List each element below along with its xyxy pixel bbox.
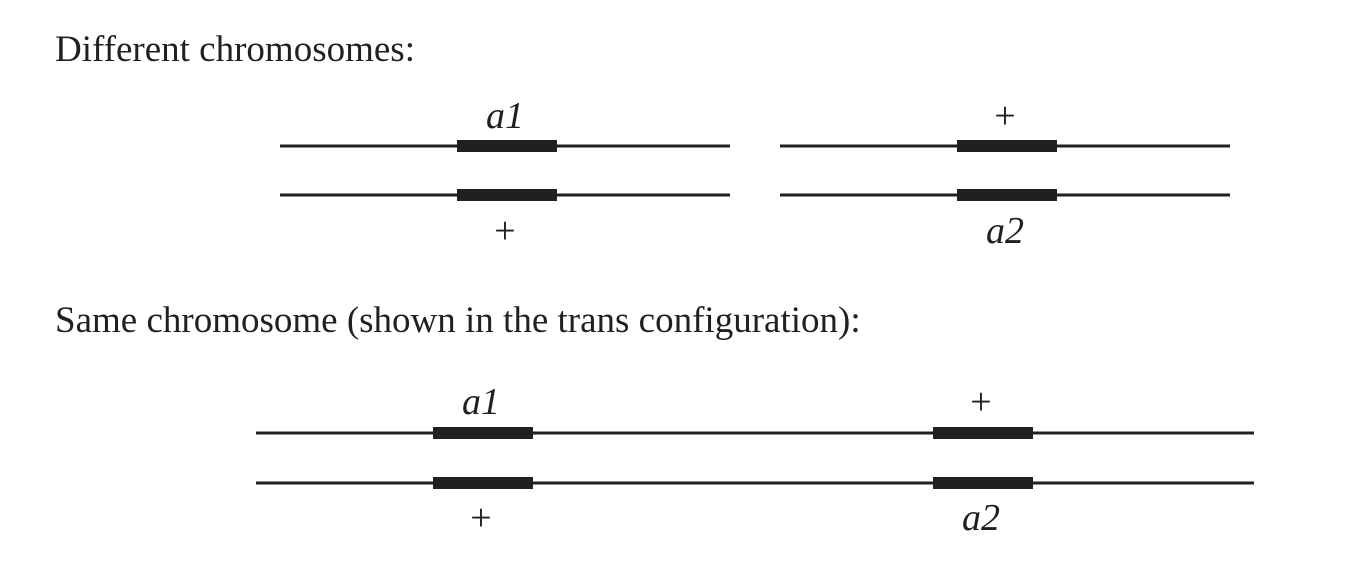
right-upper-gene-block bbox=[957, 140, 1057, 152]
left-upper-allele-label: a1 bbox=[486, 95, 524, 137]
same-chromosome-heading: Same chromosome (shown in the trans conf… bbox=[55, 300, 861, 341]
same-upper-allele-label-2: + bbox=[970, 381, 991, 423]
left-chromosome-pair: a1 + bbox=[280, 95, 730, 252]
same-upper-allele-label-1: a1 bbox=[462, 381, 500, 423]
left-lower-allele-label: + bbox=[494, 210, 515, 252]
right-lower-gene-block bbox=[957, 189, 1057, 201]
different-chromosomes-heading: Different chromosomes: bbox=[55, 29, 415, 70]
same-lower-gene-block-1 bbox=[433, 477, 533, 489]
same-chromosome-pair: a1 + + a2 bbox=[256, 381, 1254, 539]
right-lower-allele-label: a2 bbox=[986, 210, 1024, 252]
left-lower-gene-block bbox=[457, 189, 557, 201]
same-upper-gene-block-1 bbox=[433, 427, 533, 439]
right-upper-allele-label: + bbox=[994, 95, 1015, 137]
same-lower-allele-label-2: a2 bbox=[962, 497, 1000, 539]
same-upper-gene-block-2 bbox=[933, 427, 1033, 439]
left-upper-gene-block bbox=[457, 140, 557, 152]
same-lower-allele-label-1: + bbox=[470, 497, 491, 539]
right-chromosome-pair: + a2 bbox=[780, 95, 1230, 252]
same-lower-gene-block-2 bbox=[933, 477, 1033, 489]
